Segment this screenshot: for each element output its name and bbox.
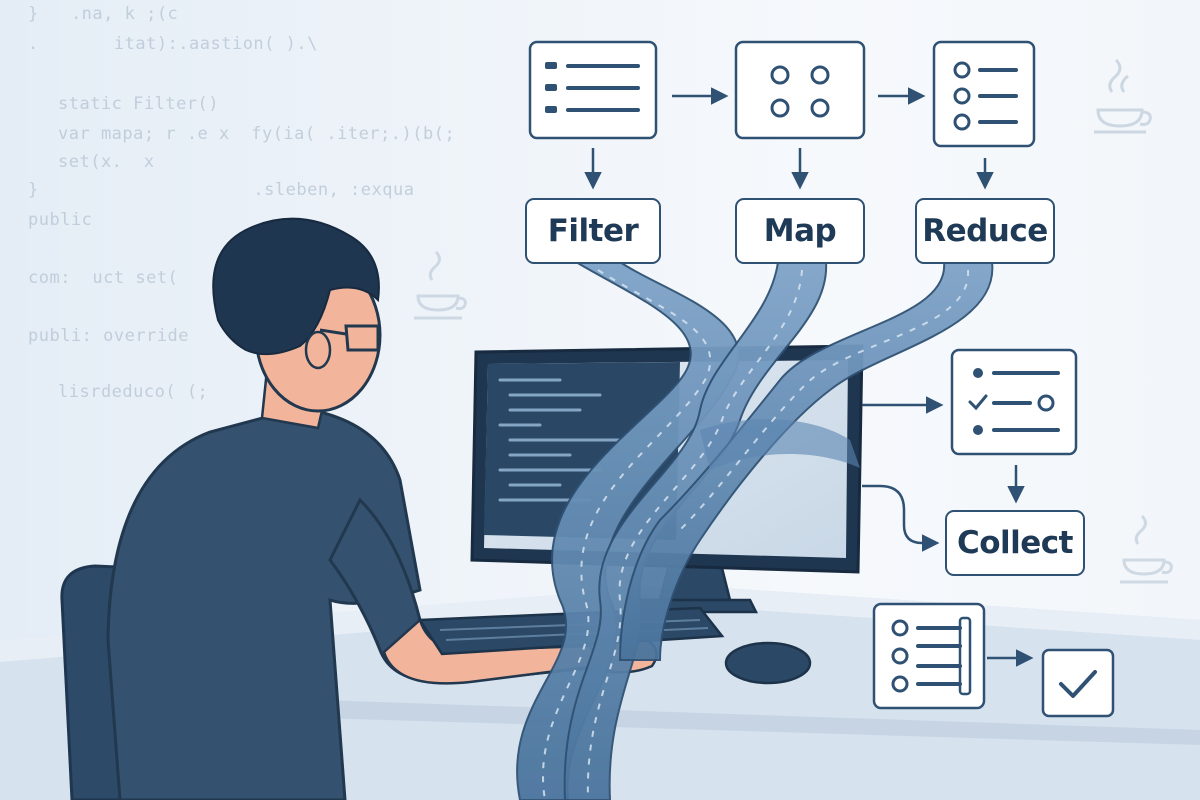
collect-step-label: Collect bbox=[945, 510, 1085, 576]
developer-person bbox=[106, 217, 658, 800]
java-coffee-cup-icon bbox=[1120, 514, 1173, 584]
java-coffee-cup-icon bbox=[1094, 58, 1152, 134]
bg-code-line: public bbox=[28, 210, 93, 230]
java-coffee-cup-icon bbox=[414, 250, 467, 320]
bg-code-line: . itat):.aastion( ).\ bbox=[28, 34, 318, 54]
bg-code-line: com: uct set( bbox=[28, 268, 179, 288]
list-icon bbox=[528, 40, 658, 140]
bg-code-line: publi: override bbox=[28, 326, 190, 346]
checkmark-icon bbox=[1041, 648, 1115, 718]
bullet-list-icon bbox=[932, 40, 1036, 148]
checklist-icon bbox=[950, 348, 1078, 456]
filter-step-label: Filter bbox=[525, 198, 661, 264]
bg-code-line: set(x. x bbox=[58, 152, 155, 172]
flow-arrows bbox=[584, 87, 1034, 667]
map-step-label: Map bbox=[735, 198, 865, 264]
bg-code-line: static Filter() bbox=[58, 94, 220, 114]
computer-mouse bbox=[724, 641, 812, 685]
bg-code-line: } .sleben, :exqua bbox=[28, 180, 415, 200]
dots-grid-icon bbox=[734, 40, 866, 140]
result-list-icon bbox=[872, 602, 986, 710]
bg-code-line: lisrdeduco( (; bbox=[58, 382, 209, 402]
bg-code-line: var mapa; r .e x fy(ia( .iter;.)(b(; bbox=[58, 124, 456, 144]
bg-code-line: } .na, k ;(c bbox=[28, 4, 179, 24]
reduce-step-label: Reduce bbox=[915, 198, 1055, 264]
